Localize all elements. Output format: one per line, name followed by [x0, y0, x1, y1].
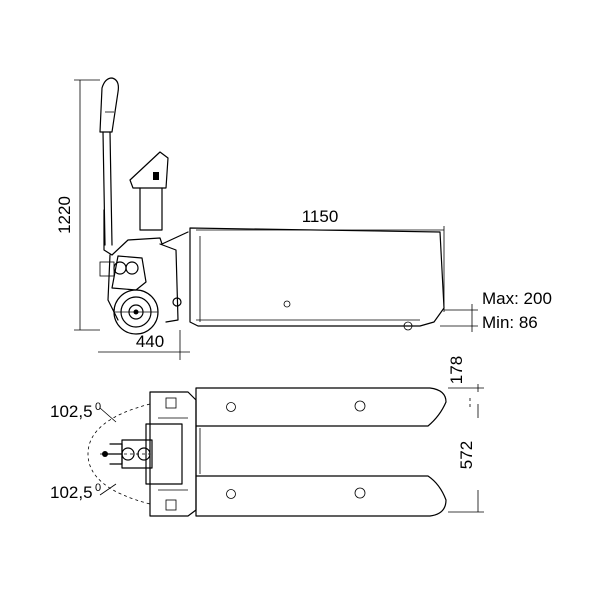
height-label: 1220 [55, 196, 74, 234]
control-box [129, 151, 169, 231]
min-height-label: Min: 86 [482, 313, 538, 332]
fork-width-dimension: 572 [448, 404, 484, 513]
length-label: 1150 [302, 207, 339, 226]
fork-side [189, 227, 445, 331]
fork-width-label: 572 [457, 441, 476, 469]
angle-top-label: 102,5 [50, 402, 93, 421]
pump-body [99, 209, 189, 323]
wheelbase-label: 440 [136, 332, 164, 351]
top-view: 102,5 0 102,5 0 [50, 356, 484, 517]
fork-frame [195, 425, 201, 477]
length-dimension: 1150 [196, 207, 445, 312]
max-height-label: Max: 200 [482, 289, 552, 308]
lift-height-dimension: Max: 200 Min: 86 [440, 289, 552, 332]
angle-bottom-label: 102,5 [50, 483, 93, 502]
angle-bottom-unit: 0 [95, 482, 101, 494]
fork-top-upper [195, 387, 447, 427]
height-dimension: 1220 [55, 79, 100, 331]
tiller-handle [99, 77, 119, 246]
fork-top-lower [195, 475, 447, 517]
fork-gap-dimension: 178 [447, 356, 484, 410]
steer-wheel [113, 289, 159, 335]
side-view: 1220 [55, 77, 552, 360]
wheelbase-dimension: 440 [98, 330, 190, 360]
angle-labels: 102,5 0 102,5 0 [50, 401, 117, 502]
angle-top-unit: 0 [95, 401, 101, 413]
fork-gap-label: 178 [447, 356, 466, 384]
